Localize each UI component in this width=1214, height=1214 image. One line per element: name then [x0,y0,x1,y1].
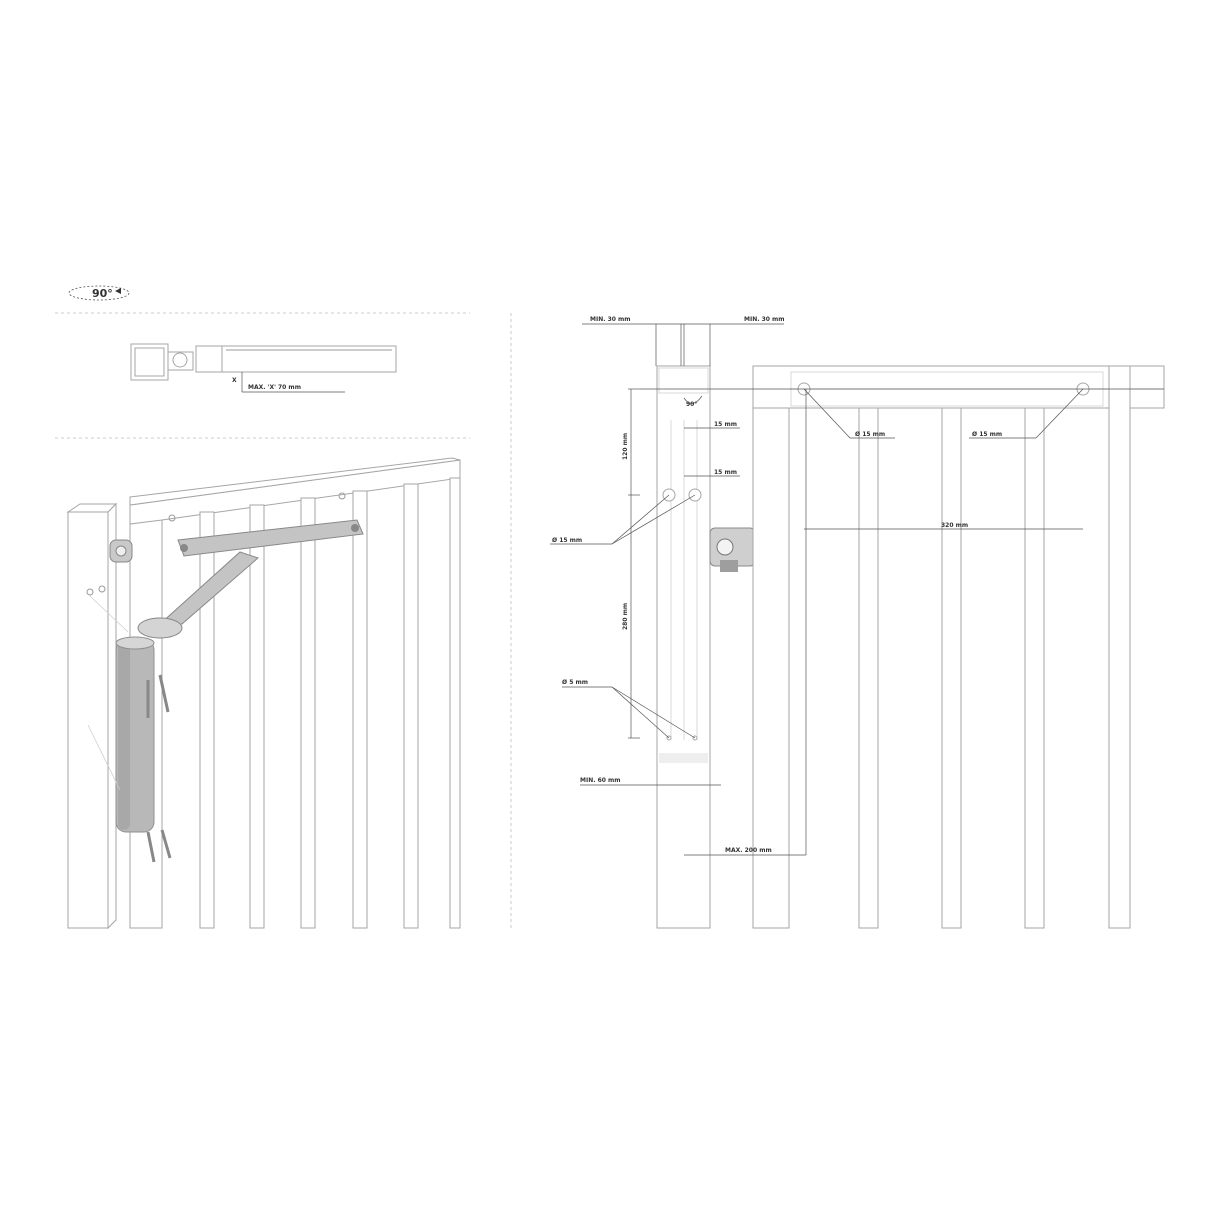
pickets [858,365,1131,929]
top-view-hinge-pin [172,352,188,368]
screw-icon [158,674,170,713]
x-label: X [232,377,237,384]
hole-15-left-label: Ø 15 mm [552,537,582,544]
angle-badge: 90° [68,285,130,301]
hinge-pin-icon [115,545,127,557]
top-view-post-inner [134,347,165,377]
dim-280: 280 mm [622,603,629,630]
dim-120: 120 mm [622,433,629,460]
gate-stile [752,365,790,929]
dim-320: 320 mm [941,522,968,529]
gate-top-rail [752,365,1165,409]
top-view-bracket [195,345,223,373]
dim-15-a: 15 mm [714,421,737,428]
top-view: X MAX. 'X' 70 mm [130,343,397,393]
iso-fence-post [67,511,109,929]
screw-icon [160,829,172,859]
dim-min-30-right: MIN. 30 mm [744,316,785,323]
hole-15-rail-left-label: Ø 15 mm [855,431,885,438]
dim-min-60: MIN. 60 mm [580,777,621,784]
front-view: MIN. 30 mm MIN. 30 mm 90° 15 mm 15 mm 12… [550,316,1165,929]
iso-arm-pivot [137,617,183,639]
angle-badge-label: 90° [92,287,113,300]
hinge-pin-icon [716,538,734,556]
dim-min-30-left: MIN. 30 mm [590,316,631,323]
angle-90-label: 90° [686,401,697,408]
post [656,365,711,929]
screw-icon [146,831,156,863]
arrow-left-icon [115,288,121,294]
hole-15-rail-right-label: Ø 15 mm [972,431,1002,438]
iso-pickets [199,477,461,929]
dim-max-200: MAX. 200 mm [725,847,772,854]
dim-15-b: 15 mm [714,469,737,476]
isometric-view [66,457,461,930]
max-x-label: MAX. 'X' 70 mm [248,384,301,391]
iso-closer-arm [158,551,259,625]
hole-5-label: Ø 5 mm [562,679,588,686]
